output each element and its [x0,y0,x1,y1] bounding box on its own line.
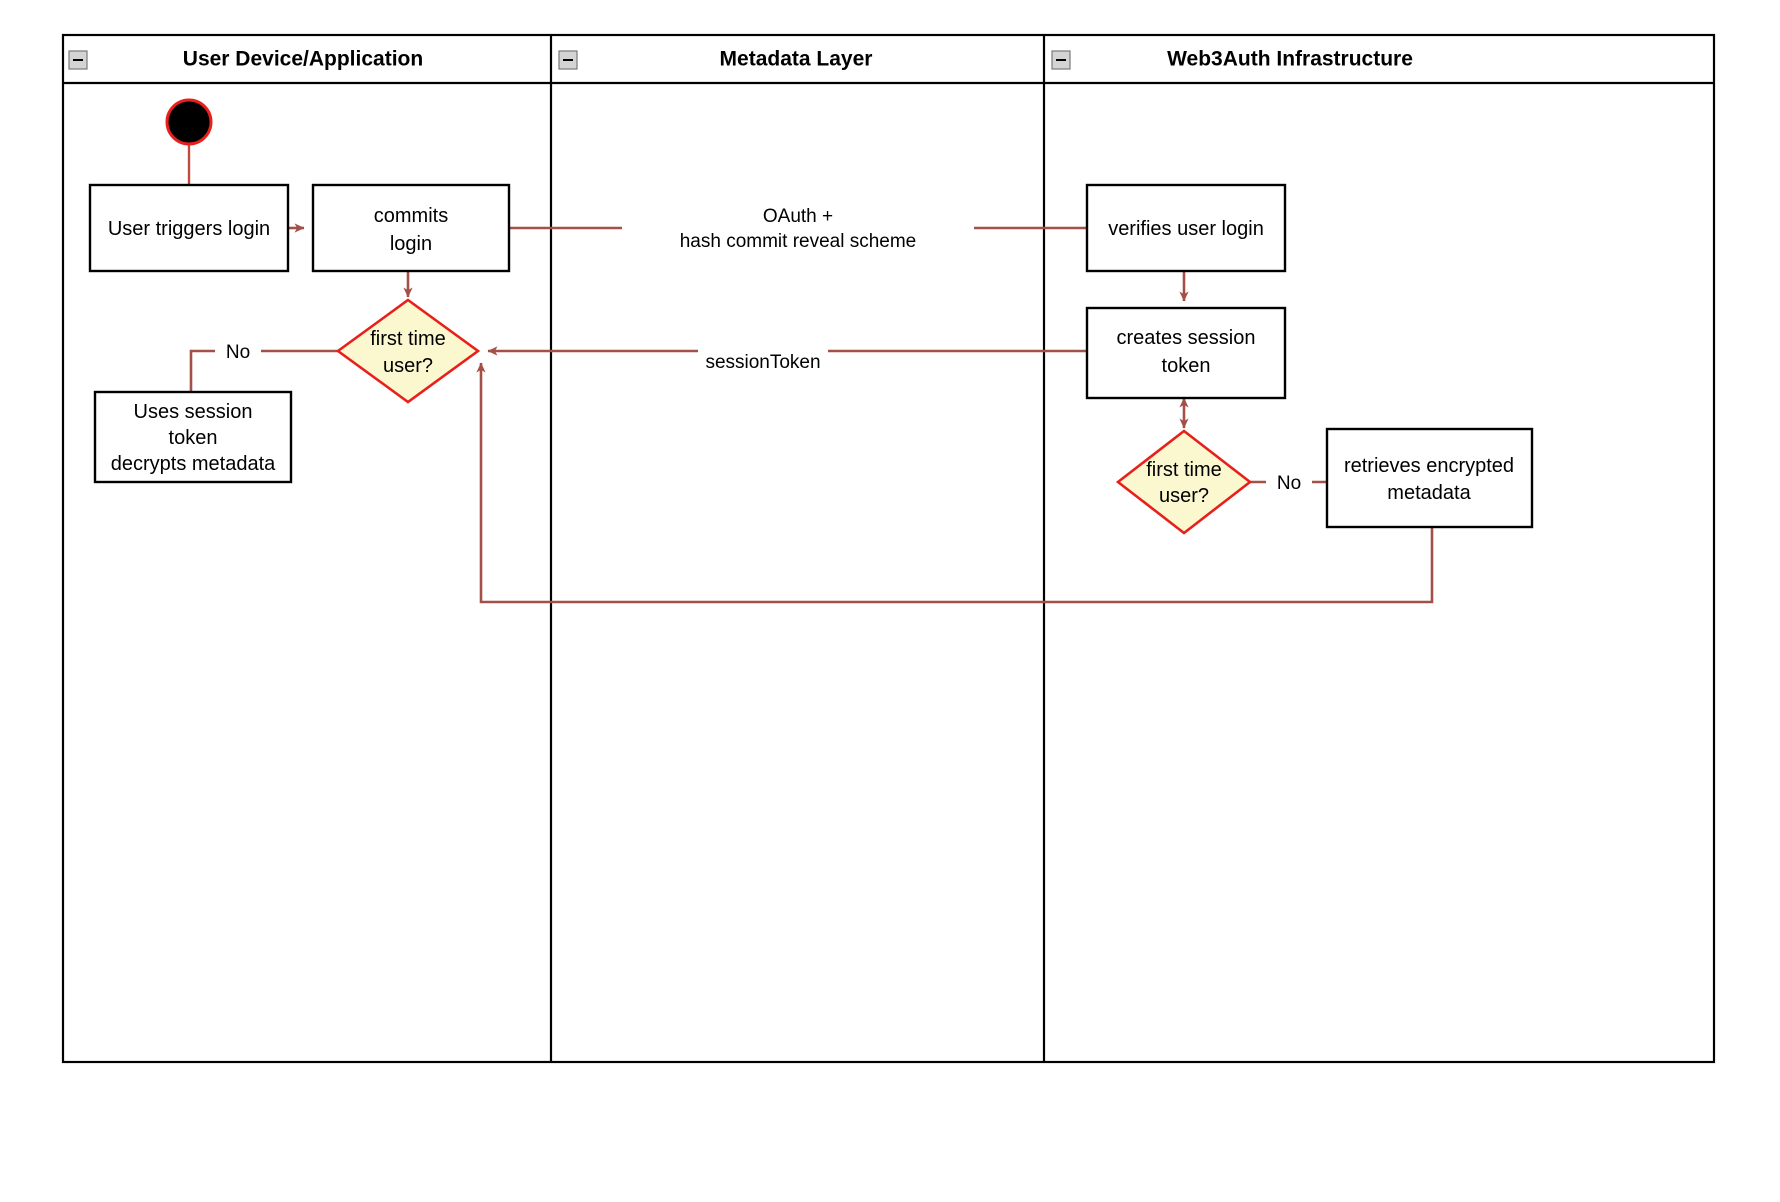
lane-header-web3auth[interactable]: Web3Auth Infrastructure [1051,48,1413,71]
decision-first-time-user-server[interactable]: first time user? [1115,429,1253,535]
collapse-minus-icon[interactable] [68,50,88,70]
swimlane-frame [61,33,1716,1064]
activity-label-creates-session-token-line2: token [1162,355,1211,377]
activity-label-uses-session-token-line2: token [169,427,218,449]
guard-label-no-client-text: No [226,342,250,363]
edge-label-session-token-text: sessionToken [705,352,820,373]
flow-decision-client-no-to-uses-session-token [189,349,347,392]
activity-label-uses-session-token-line1: Uses session [134,401,253,423]
lane-header-metadata-layer[interactable]: Metadata Layer [558,48,873,71]
initial-node [165,98,213,146]
decision-label-client-line2: user? [383,355,433,377]
collapse-minus-icon[interactable] [558,50,578,70]
decision-label-client-line1: first time [370,328,446,350]
decision-label-server-line1: first time [1146,459,1222,481]
activity-commits-login[interactable]: commits login [311,183,511,273]
activity-label-commits-login-line1: commits [374,205,448,227]
lane-title-user-device: User Device/Application [183,48,423,71]
guard-label-no-server: No [1266,470,1312,494]
collapse-minus-icon[interactable] [1051,50,1071,70]
activity-label-retrieves-metadata-line1: retrieves encrypted [1344,455,1514,477]
activity-uses-session-token[interactable]: Uses session token decrypts metadata [93,390,293,484]
guard-label-no-client: No [215,339,261,363]
activity-label-uses-session-token-line3: decrypts metadata [111,453,276,475]
edge-label-oauth-line1: OAuth + [763,206,833,227]
activity-creates-session-token[interactable]: creates session token [1085,306,1287,400]
decision-label-server-line2: user? [1159,485,1209,507]
edge-label-oauth: OAuth + hash commit reveal scheme [622,200,974,254]
activity-label-user-triggers-login: User triggers login [108,218,270,240]
lane-title-web3auth: Web3Auth Infrastructure [1167,48,1413,71]
decision-first-time-user-client[interactable]: first time user? [335,298,481,404]
lane-header-user-device[interactable]: User Device/Application [68,48,423,71]
activity-label-retrieves-metadata-line2: metadata [1387,482,1471,504]
flow-retrieves-metadata-return-to-decision-client [476,362,1434,604]
activity-label-creates-session-token-line1: creates session [1117,327,1256,349]
edge-label-oauth-line2: hash commit reveal scheme [680,231,917,252]
edge-label-session-token: sessionToken [698,344,828,373]
lanes-outer-border [61,33,1716,1064]
activity-verifies-user-login[interactable]: verifies user login [1085,183,1287,273]
activity-retrieves-encrypted-metadata[interactable]: retrieves encrypted metadata [1325,427,1534,529]
activity-label-commits-login-line2: login [390,233,432,255]
lane-title-metadata-layer: Metadata Layer [720,48,873,71]
activity-user-triggers-login[interactable]: User triggers login [88,183,290,273]
guard-label-no-server-text: No [1277,473,1301,494]
activity-label-verifies-user-login: verifies user login [1108,218,1264,240]
